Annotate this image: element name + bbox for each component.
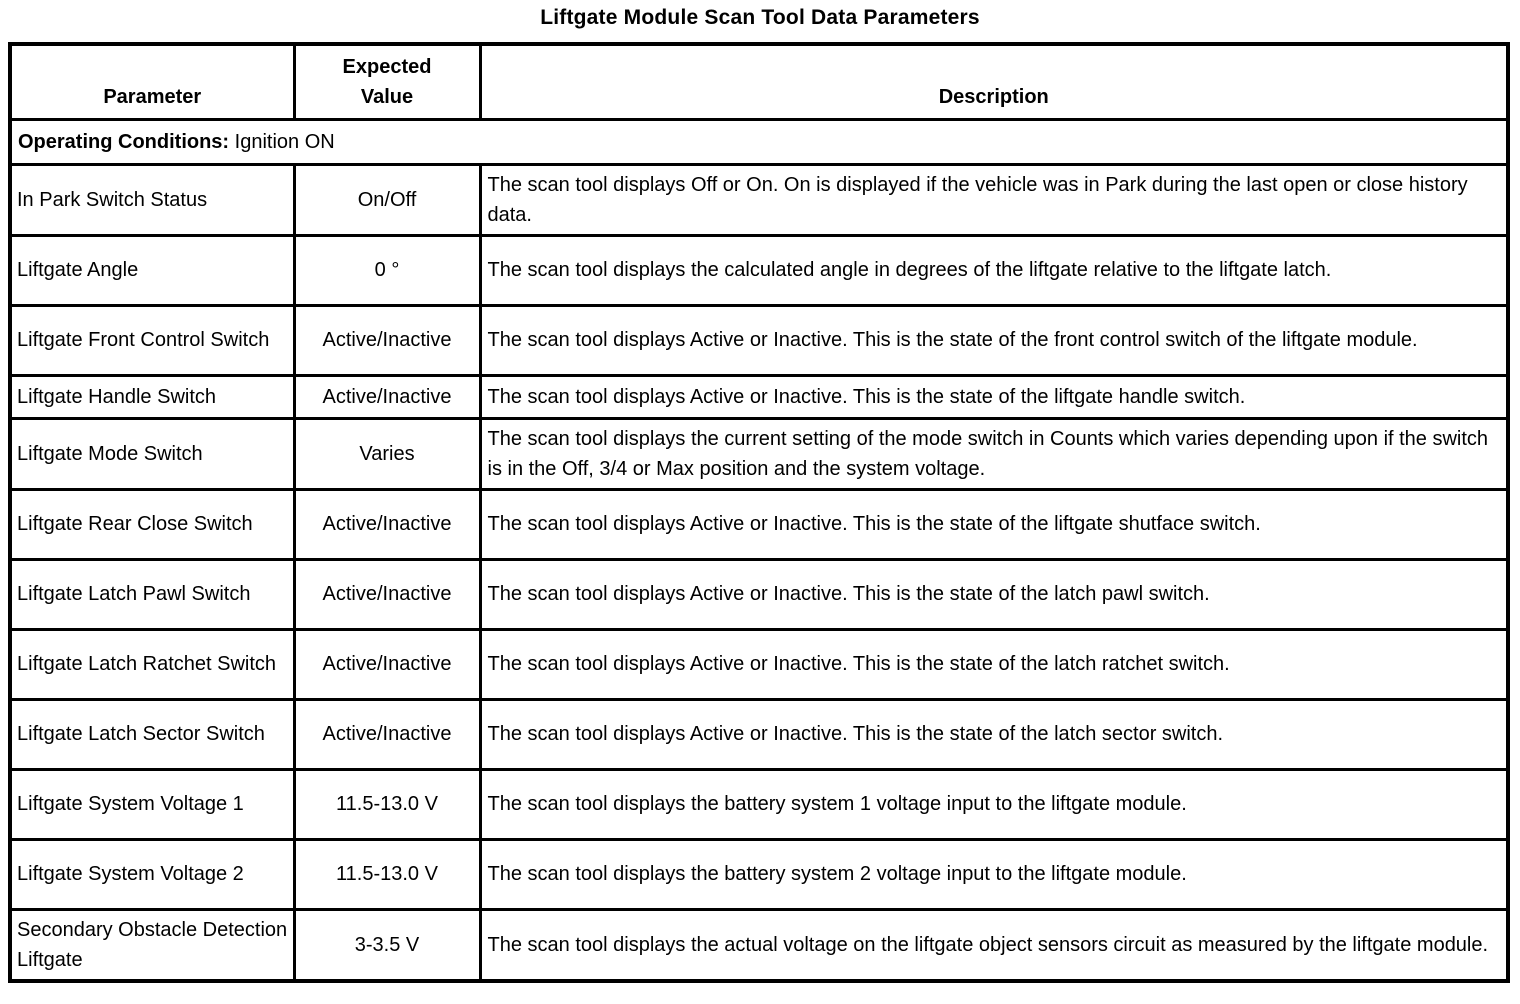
header-row: Parameter Expected Value Description — [8, 42, 1510, 121]
parameter-cell: In Park Switch Status — [8, 162, 296, 237]
expected-value-cell: Active/Inactive — [292, 303, 482, 377]
page-title: Liftgate Module Scan Tool Data Parameter… — [540, 6, 980, 29]
scan-tool-data-table: Parameter Expected Value Description Ope… — [8, 42, 1510, 983]
column-header-description-label: Description — [938, 85, 1049, 108]
expected-value-cell: Active/Inactive — [292, 557, 482, 631]
operating-conditions-value: Ignition ON — [229, 130, 335, 153]
operating-conditions-row: Operating Conditions: Ignition ON — [8, 117, 1510, 166]
table-row: Liftgate Latch Sector Switch Active/Inac… — [8, 697, 1510, 771]
expected-value-cell: 3-3.5 V — [292, 907, 482, 982]
parameter-cell: Liftgate Latch Sector Switch — [8, 697, 296, 771]
parameter-cell: Liftgate System Voltage 2 — [8, 837, 296, 911]
description-cell: The scan tool displays Active or Inactiv… — [478, 487, 1510, 561]
description-cell: The scan tool displays Active or Inactiv… — [478, 627, 1510, 701]
column-header-expected-value: Expected Value — [292, 42, 482, 121]
description-cell: The scan tool displays Active or Inactiv… — [478, 557, 1510, 631]
description-cell: The scan tool displays Off or On. On is … — [478, 162, 1510, 237]
parameter-cell: Liftgate Latch Ratchet Switch — [8, 627, 296, 701]
operating-conditions-label: Operating Conditions: — [18, 130, 230, 153]
expected-value-cell: Active/Inactive — [292, 487, 482, 561]
table-row: Secondary Obstacle Detection Liftgate 3-… — [8, 907, 1510, 982]
parameter-cell: Liftgate Angle — [8, 233, 296, 307]
description-cell: The scan tool displays the battery syste… — [478, 837, 1510, 911]
description-cell: The scan tool displays Active or Inactiv… — [478, 697, 1510, 771]
parameter-cell: Liftgate Front Control Switch — [8, 303, 296, 377]
operating-conditions-cell: Operating Conditions: Ignition ON — [8, 117, 1510, 166]
parameter-cell: Secondary Obstacle Detection Liftgate — [8, 907, 296, 982]
expected-value-cell: 0 ° — [292, 233, 482, 307]
parameter-cell: Liftgate Handle Switch — [8, 373, 296, 420]
table-row: Liftgate Latch Pawl Switch Active/Inacti… — [8, 557, 1510, 631]
expected-value-cell: Active/Inactive — [292, 697, 482, 771]
description-cell: The scan tool displays the current setti… — [478, 416, 1510, 491]
parameter-cell: Liftgate Mode Switch — [8, 416, 296, 491]
expected-value-cell: Active/Inactive — [292, 627, 482, 701]
parameter-cell: Liftgate Latch Pawl Switch — [8, 557, 296, 631]
table-row: Liftgate System Voltage 1 11.5-13.0 V Th… — [8, 767, 1510, 841]
table-row: Liftgate Rear Close Switch Active/Inacti… — [8, 487, 1510, 561]
column-header-parameter-label: Parameter — [103, 85, 202, 108]
column-header-parameter: Parameter — [8, 42, 296, 121]
description-cell: The scan tool displays Active or Inactiv… — [478, 303, 1510, 377]
table-row: Liftgate Angle 0 ° The scan tool display… — [8, 233, 1510, 307]
parameter-cell: Liftgate System Voltage 1 — [8, 767, 296, 841]
table-row: Liftgate Mode Switch Varies The scan too… — [8, 416, 1510, 491]
expected-value-cell: On/Off — [292, 162, 482, 237]
column-header-description: Description — [478, 42, 1510, 121]
table-row: Liftgate Front Control Switch Active/Ina… — [8, 303, 1510, 377]
table-row: Liftgate System Voltage 2 11.5-13.0 V Th… — [8, 837, 1510, 911]
description-cell: The scan tool displays the actual voltag… — [478, 907, 1510, 982]
expected-value-cell: 11.5-13.0 V — [292, 837, 482, 911]
table-row: Liftgate Latch Ratchet Switch Active/Ina… — [8, 627, 1510, 701]
description-cell: The scan tool displays the calculated an… — [478, 233, 1510, 307]
expected-value-cell: Active/Inactive — [292, 373, 482, 420]
parameter-cell: Liftgate Rear Close Switch — [8, 487, 296, 561]
table-row: Liftgate Handle Switch Active/Inactive T… — [8, 373, 1510, 420]
description-cell: The scan tool displays the battery syste… — [478, 767, 1510, 841]
description-cell: The scan tool displays Active or Inactiv… — [478, 373, 1510, 420]
column-header-expected-value-label: Expected Value — [342, 55, 432, 108]
table-row: In Park Switch Status On/Off The scan to… — [8, 162, 1510, 237]
expected-value-cell: 11.5-13.0 V — [292, 767, 482, 841]
expected-value-cell: Varies — [292, 416, 482, 491]
